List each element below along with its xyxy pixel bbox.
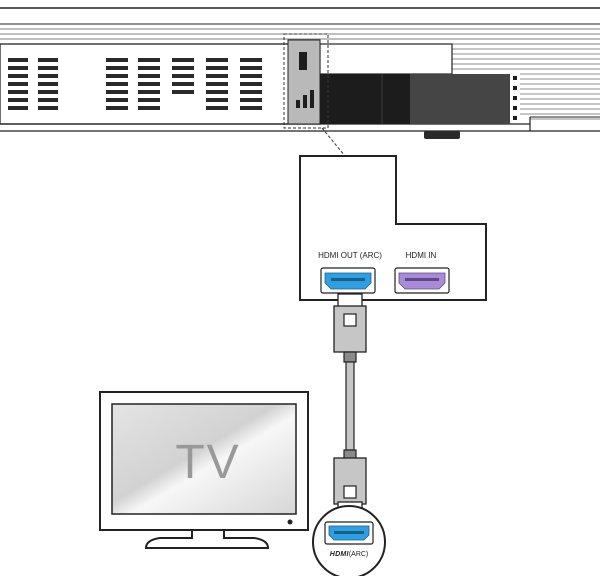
- soundbar: [0, 7, 600, 157]
- soundbar-side-ribs: [452, 48, 600, 120]
- port-panel-callout: HDMI OUT (ARC) HDMI IN: [299, 155, 487, 301]
- tv-stand: [144, 529, 270, 549]
- side-dot-markers: [513, 76, 517, 120]
- tv-screen-label: TV: [175, 436, 240, 489]
- hdmi-out-arc-port[interactable]: [320, 267, 376, 294]
- tv-power-indicator: [287, 519, 293, 525]
- tv: TV: [99, 391, 309, 549]
- hdmi-out-arc-label: HDMI OUT (ARC): [318, 251, 382, 260]
- hdmi-in-label: HDMI IN: [406, 251, 437, 260]
- hdmi-plug-bottom: [333, 449, 367, 515]
- hdmi-plug-top: [333, 293, 367, 363]
- soundbar-foot: [424, 131, 460, 139]
- vent-grille: [8, 58, 262, 110]
- rear-panel-mid: [410, 74, 510, 124]
- arc-suffix-text: (ARC): [349, 551, 368, 558]
- hdmi-cable: [333, 293, 367, 515]
- rear-panel-dark: [320, 74, 410, 124]
- zoom-highlight-box: [283, 33, 329, 129]
- svg-text:HDMI(ARC): HDMI(ARC): [330, 551, 369, 558]
- signal-bars-icon: [296, 90, 314, 108]
- tv-hdmi-arc-badge: HDMI(ARC): [312, 505, 386, 576]
- tv-hdmi-arc-port[interactable]: [324, 521, 374, 545]
- hdmi-logo-text: HDMI: [330, 551, 350, 558]
- tv-screen: [111, 403, 297, 515]
- hdmi-in-port[interactable]: [394, 267, 450, 294]
